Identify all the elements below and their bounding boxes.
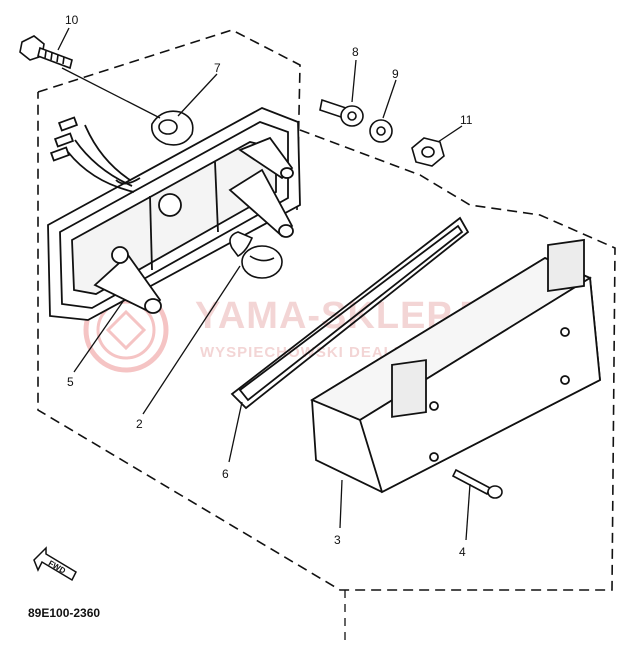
- callout-8: 8: [352, 45, 359, 59]
- part-washer-9: [369, 119, 393, 143]
- callout-7: 7: [214, 61, 221, 75]
- part-nut-11: [411, 137, 445, 167]
- callout-4: 4: [459, 545, 466, 559]
- part-bulb-2: [229, 231, 283, 279]
- diagram-code: 89E100-2360: [28, 606, 100, 620]
- callout-6: 6: [222, 467, 229, 481]
- callout-5: 5: [67, 375, 74, 389]
- callout-9: 9: [392, 67, 399, 81]
- part-bolt-10: [19, 35, 73, 70]
- callout-2: 2: [136, 417, 143, 431]
- fwd-arrow-icon: FWD: [33, 546, 77, 582]
- callout-labels: 10 7 8 9 11 5 2 6 3 4: [65, 13, 473, 559]
- leader-lines: [57, 27, 471, 640]
- part-screw-4: [451, 468, 503, 499]
- part-grommet-7: [150, 110, 194, 146]
- part-collar-8: [319, 98, 364, 127]
- callout-3: 3: [334, 533, 341, 547]
- part-lens-3: [310, 238, 601, 494]
- callout-10: 10: [65, 13, 79, 27]
- callout-11: 11: [460, 113, 473, 127]
- part-lamp-housing: [47, 107, 301, 321]
